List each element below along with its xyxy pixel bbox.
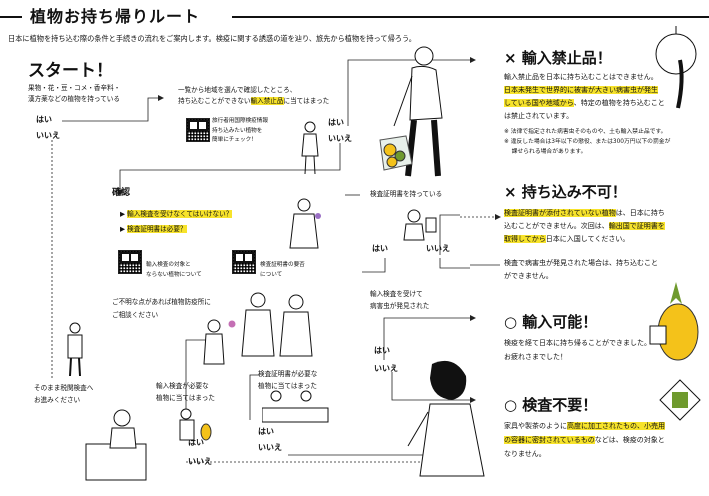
result-not-allowed-p2-hl: 輸出国で証明書を [608, 222, 665, 230]
result-prohibited-p2: 日本未発生で世界的に被害が大きい病害虫が発生 [504, 85, 658, 96]
result-no-inspection-title: ○ 検査不要！ [504, 396, 598, 414]
need-inspection-no: いいえ [188, 457, 212, 466]
need-inspection-line1: 輸入検査が必要な [156, 382, 209, 390]
result-not-allowed-p3-hl: 取得してから [504, 235, 546, 243]
result-prohibited-p3: している国や地域から、特定の植物を持ち込むこと [504, 98, 665, 109]
lookup-line2-post: に当てはまった [283, 97, 330, 105]
result-no-inspection-p1: 家具や製茶のように高度に加工されたもの、小売用 [504, 421, 665, 432]
result-no-inspection-p3: なりません。 [504, 450, 546, 458]
lookup-line1: 一覧から地域を選んで確認したところ、 [178, 86, 297, 94]
result-not-allowed-p4: 検査で病害虫が発見された場合は、持ち込むこと [504, 259, 658, 267]
title-bar: 植物お持ち帰りルート [0, 8, 709, 26]
qr-code-cert[interactable] [232, 250, 256, 274]
traveler-illustration [379, 46, 443, 177]
result-not-allowed-p2: 込むことができません。次回は、輸出国で証明書を [504, 221, 665, 232]
qr-code-lookup[interactable] [186, 118, 210, 142]
start-heading: スタート！ [28, 61, 113, 81]
pest-found-line1: 輸入検査を受けて [370, 290, 423, 298]
page-title: 植物お持ち帰りルート [26, 8, 205, 26]
customs-line1: そのまま税関検査へ [34, 384, 94, 392]
start-question-line2: 漢方薬などの植物を持っている [28, 95, 120, 103]
result-prohibited-title: × 輸入禁止品！ [504, 49, 612, 67]
shopper-illustration [301, 121, 319, 175]
customs-officer-illustration [85, 409, 147, 481]
result-prohibited-note2: ※ 違反した場合は3年以下の懲役、または300万円以下の罰金が [504, 139, 671, 145]
start-yes: はい [36, 115, 52, 124]
result-not-allowed-p5: ができません。 [504, 272, 553, 280]
result-not-allowed-title: × 持ち込み不可！ [504, 183, 627, 201]
need-inspection-line2: 植物に当てはまった [156, 394, 215, 402]
pest-found-line2: 病害虫が発見された [370, 302, 430, 310]
inspectors-illustration [241, 292, 313, 357]
need-inspection-yes: はい [188, 438, 204, 447]
start-no: いいえ [36, 131, 60, 140]
lookup-qr-caption1: 旅行者用国際検疫情報 [212, 118, 268, 124]
lookup-qr-caption2: 持ち込みたい植物を [212, 128, 263, 134]
result-prohibited-p3-hl: している国や地域から [504, 99, 574, 107]
pest-found-no: いいえ [374, 364, 398, 373]
result-prohibited-p1: 輸入禁止品を日本に持ち込むことはできません。 [504, 73, 658, 81]
pest-found-yes: はい [374, 346, 390, 355]
apple-pest-illustration [655, 26, 697, 109]
has-cert-no: いいえ [426, 244, 450, 253]
woman-flower-illustration [203, 319, 236, 365]
intro-text: 日本に植物を持ち込む際の条件と手続きの流れをご案内します。検疫に関する誘惑の道を… [8, 34, 416, 43]
title-rule-right [232, 16, 709, 18]
result-not-allowed-p3: 取得してから日本に入国してください。 [504, 234, 629, 245]
pineapple-illustration [649, 282, 699, 361]
result-not-allowed-p1: 検査証明書が添付されていない植物は、日本に持ち [504, 208, 665, 219]
confirm-q2: ▶ 検査証明書は必要？ [120, 225, 187, 233]
scientist-illustration [289, 198, 321, 249]
result-no-inspection-p1-hl: 高度に加工されたもの、小売用 [567, 422, 665, 430]
confirm-heading: 確認 [112, 188, 131, 198]
result-no-inspection-p2-hl: の容器に密封されているもの [504, 436, 595, 444]
confirm-contact2: ご相談ください [112, 311, 159, 319]
result-no-inspection-p2-post: などは、検疫の対象と [594, 436, 665, 444]
customs-traveler-illustration [67, 322, 83, 377]
result-no-inspection-p1-pre: 家具や製茶のように [504, 422, 567, 430]
confirm-q1-text: 輸入検査を受けなくてはいけない？ [127, 210, 233, 218]
lookup-line2: 持ち込むことができない輸入禁止品に当てはまった [178, 97, 329, 106]
result-importable-p1: 検疫を経て日本に持ち帰ることができました。 [504, 339, 651, 347]
result-prohibited-p2-hl: 日本未発生で世界的に被害が大きい病害虫が発生 [504, 86, 658, 94]
lookup-yes: はい [328, 118, 344, 127]
confirm-contact1: ご不明な点があれば植物防疫所に [112, 298, 211, 306]
lookup-no: いいえ [328, 134, 352, 143]
has-cert-yes: はい [372, 244, 388, 253]
start-question-line1: 果物・花・豆・コメ・香辛料・ [28, 84, 121, 92]
confirm-qr2-line2: について [260, 272, 283, 278]
tea-illustration [659, 379, 701, 421]
result-prohibited-note3: 課せられる場合があります。 [504, 149, 587, 155]
lookup-highlight: 輸入禁止品 [250, 97, 284, 105]
woman-illustration [407, 360, 485, 477]
result-prohibited-note1: ※ 法律で指定された病害虫そのものや、土も輸入禁止品です。 [504, 129, 667, 135]
cert-applicable-yes: はい [258, 427, 274, 436]
confirm-qr2-line1: 検査証明書の要否 [260, 262, 305, 268]
officers-desk-illustration [262, 390, 329, 423]
result-not-allowed-p1-post: は、日本に持ち [615, 209, 665, 217]
confirm-qr1-line2: ならない植物について [146, 272, 202, 278]
result-not-allowed-p1-hl: 検査証明書が添付されていない植物 [504, 209, 616, 217]
confirm-q2-text: 検査証明書は必要？ [127, 225, 187, 233]
customs-line2: お進みください [34, 396, 81, 404]
result-importable-p2: お疲れさまでした！ [504, 353, 567, 361]
lookup-qr-caption3: 簡単にチェック！ [212, 137, 257, 143]
result-not-allowed-p2-pre: 込むことができません。次回は、 [504, 222, 609, 230]
qr-code-no-inspection[interactable] [118, 250, 142, 274]
result-prohibited-p4: は禁止されています。 [504, 112, 574, 120]
cert-applicable-no: いいえ [258, 443, 282, 452]
result-no-inspection-p2: の容器に密封されているものなどは、検疫の対象と [504, 435, 665, 446]
result-prohibited-p3-post: 、特定の植物を持ち込むこと [573, 99, 665, 107]
cert-applicable-line1: 検査証明書が必要な [258, 370, 318, 378]
title-rule-left [0, 16, 22, 18]
inspector-pineapple-illustration [179, 408, 212, 441]
lookup-line2-pre: 持ち込むことができない [178, 97, 251, 105]
cert-holder-illustration [403, 209, 437, 241]
cert-applicable-line2: 植物に当てはまった [258, 382, 317, 390]
confirm-qr1-line1: 輸入検査の対象と [146, 262, 191, 268]
confirm-q1: ▶ 輸入検査を受けなくてはいけない？ [120, 210, 233, 218]
result-not-allowed-p3-post: 日本に入国してください。 [545, 235, 630, 243]
result-importable-title: ○ 輸入可能！ [504, 313, 598, 331]
has-cert-line1: 検査証明書を持っている [370, 190, 443, 198]
